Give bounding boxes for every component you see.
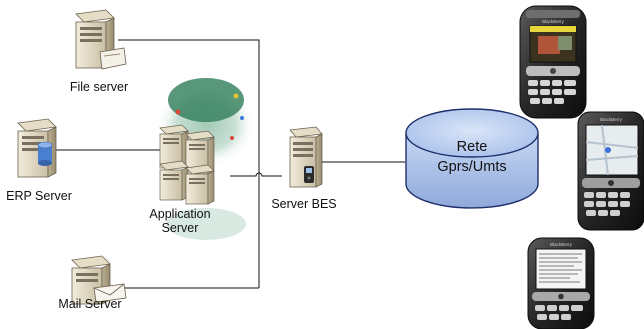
blackberry-phone-2: BlackBerry [577,111,644,231]
phone-brand-text: BlackBerry [550,242,573,247]
phone-icon [304,166,314,183]
link-app-to-bes [230,172,282,177]
application-server-label-line1: Application [149,207,211,221]
link-file-server [118,39,260,288]
application-server-label-line2: Server [161,221,199,235]
file-server-icon [75,9,127,70]
blackberry-phone-1: BlackBerry [519,5,587,119]
connections [50,39,405,289]
application-server-icon [159,124,215,205]
server-bes-label: Server BES [271,197,337,211]
phone-brand-text: BlackBerry [600,117,623,122]
mail-server-icon [71,255,127,305]
database-icon [37,141,53,166]
blackberry-phone-3: BlackBerry [527,237,595,329]
erp-server-icon [17,118,57,178]
envelope-icon [93,283,127,303]
network-label-line1: Rete [456,139,488,155]
server-bes-icon [289,126,323,188]
phone-brand-text: BlackBerry [542,19,565,24]
erp-server-label: ERP Server [6,189,72,203]
mail-server-label: Mail Server [58,297,122,311]
network-label-line2: Gprs/Umts [437,159,507,175]
file-server-label: File server [69,80,129,94]
network-cylinder [405,108,539,209]
